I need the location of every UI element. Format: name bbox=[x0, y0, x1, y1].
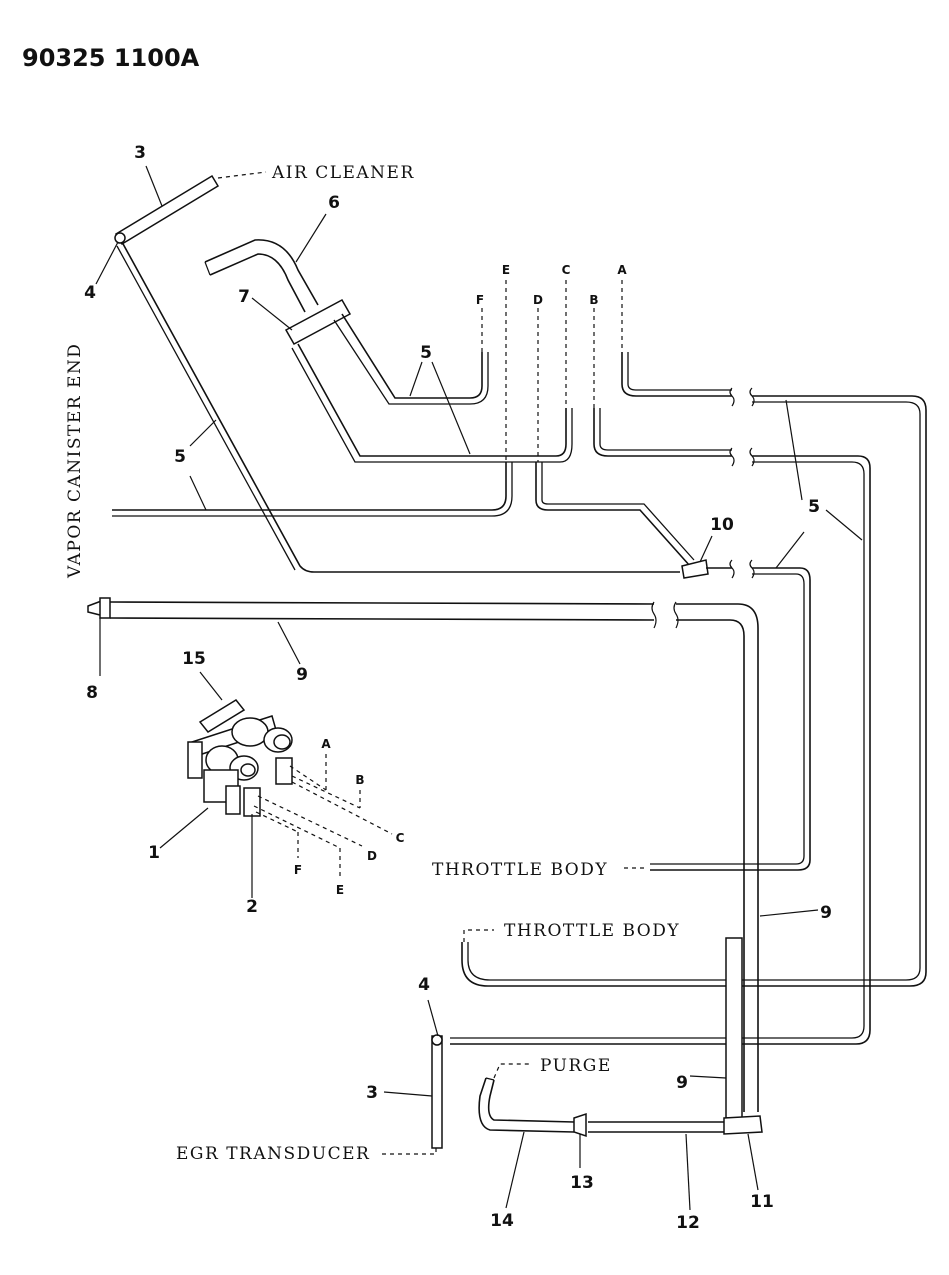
hose-a-to-throttle-body bbox=[461, 395, 927, 987]
callout-13-19: 13 bbox=[570, 1173, 594, 1193]
tee-fitting-4-top bbox=[114, 232, 126, 244]
callout-3-2: 3 bbox=[134, 143, 146, 163]
air-cleaner-tube bbox=[114, 174, 220, 246]
solenoid-assembly bbox=[187, 699, 293, 817]
fitting-8 bbox=[87, 597, 111, 676]
hose-9-lower bbox=[725, 937, 743, 1119]
solenoid-port-2 bbox=[243, 787, 261, 817]
solenoid-connection-letters: A B C D E F bbox=[294, 737, 405, 897]
connection-dashes bbox=[217, 171, 648, 1155]
hose-routing bbox=[87, 174, 927, 1149]
callout-9-13: 9 bbox=[296, 665, 308, 685]
letter-d-solenoid: D bbox=[367, 849, 377, 863]
letter-b-top: B bbox=[589, 293, 598, 307]
hose-4-to-10-inner bbox=[116, 245, 296, 571]
hose-canister-to-e bbox=[112, 462, 507, 511]
letter-f-solenoid: F bbox=[294, 863, 302, 877]
callout-9-15: 9 bbox=[676, 1073, 688, 1093]
hose-14 bbox=[487, 1079, 575, 1123]
hose-10-to-throttle-body bbox=[650, 567, 811, 871]
callout-5-6: 5 bbox=[420, 343, 432, 363]
letter-e-solenoid: E bbox=[336, 883, 344, 897]
elbow-hose-6 bbox=[204, 239, 319, 306]
callout-15-21: 15 bbox=[182, 649, 206, 669]
egr-transducer-label: EGR TRANSDUCER bbox=[176, 1144, 370, 1164]
callout-6-10: 6 bbox=[328, 193, 340, 213]
top-connection-letters: E C F D B A bbox=[476, 263, 627, 307]
document-id: 90325 1100A bbox=[22, 44, 200, 72]
callout-4-5: 4 bbox=[418, 975, 430, 995]
callout-11-17: 11 bbox=[750, 1192, 774, 1212]
letter-a-solenoid: A bbox=[321, 737, 331, 751]
letter-b-solenoid: B bbox=[355, 773, 364, 787]
elbow-hose-6-inner bbox=[209, 253, 306, 313]
purge-label: PURGE bbox=[540, 1056, 612, 1076]
callout-8-12: 8 bbox=[86, 683, 98, 703]
letter-d-top: D bbox=[533, 293, 543, 307]
letter-e-top: E bbox=[502, 263, 510, 277]
callout-10-16: 10 bbox=[710, 515, 734, 535]
callout-1-0: 1 bbox=[148, 843, 160, 863]
tee-fitting-11 bbox=[723, 1115, 763, 1135]
callout-3-3: 3 bbox=[366, 1083, 378, 1103]
hose-b-to-egr bbox=[450, 455, 871, 1045]
bracket-15 bbox=[198, 699, 246, 733]
tee-fitting-10 bbox=[681, 559, 709, 579]
callout-5-8: 5 bbox=[808, 497, 820, 517]
letter-f-top: F bbox=[476, 293, 484, 307]
hose-b bbox=[593, 408, 732, 457]
letter-c-top: C bbox=[562, 263, 571, 277]
break-marks bbox=[651, 387, 755, 629]
hose-5-to-c bbox=[297, 343, 567, 457]
hose-5-to-f bbox=[341, 313, 483, 399]
leader-lines bbox=[95, 165, 863, 1211]
hose-a bbox=[621, 352, 732, 397]
connector-7 bbox=[284, 298, 352, 346]
callout-12-18: 12 bbox=[676, 1213, 700, 1233]
hose-9-vertical bbox=[676, 603, 759, 1112]
hose-4-to-10 bbox=[121, 241, 680, 573]
callout-14-20: 14 bbox=[490, 1211, 514, 1231]
callout-5-7: 5 bbox=[174, 447, 186, 467]
letter-a-top: A bbox=[617, 263, 627, 277]
solenoid-bracket bbox=[187, 741, 203, 779]
callout-2-1: 2 bbox=[246, 897, 258, 917]
tee-fitting-4-bottom bbox=[431, 1034, 443, 1046]
callout-5-9: 5 bbox=[808, 497, 820, 517]
callout-9-14: 9 bbox=[820, 903, 832, 923]
egr-transducer-tube bbox=[431, 1035, 443, 1149]
fitting-13 bbox=[573, 1112, 587, 1138]
air-cleaner-label: AIR CLEANER bbox=[271, 163, 415, 183]
throttle-body-label-1: THROTTLE BODY bbox=[432, 860, 608, 880]
letter-c-solenoid: C bbox=[396, 831, 405, 845]
callout-7-11: 7 bbox=[238, 287, 250, 307]
vapor-canister-end-label: VAPOR CANISTER END bbox=[65, 343, 85, 579]
hose-9-top bbox=[109, 601, 655, 605]
callout-4-4: 4 bbox=[84, 283, 96, 303]
throttle-body-label-2: THROTTLE BODY bbox=[504, 921, 680, 941]
hose-d-to-10 bbox=[535, 462, 691, 567]
